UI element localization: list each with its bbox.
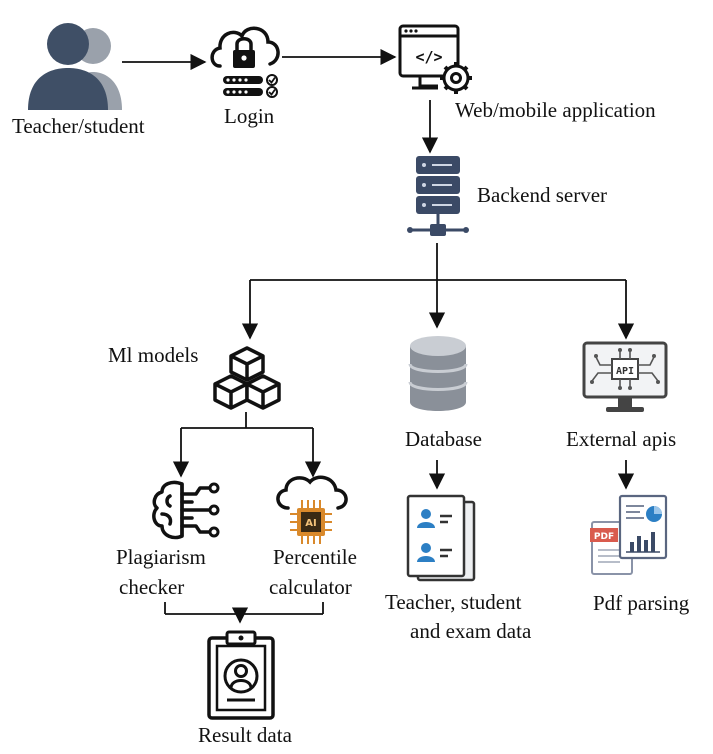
label-teacher-student: Teacher/student bbox=[12, 114, 145, 138]
cloud-ai-chip-icon: AI bbox=[276, 475, 348, 544]
label-backend: Backend server bbox=[477, 183, 608, 207]
label-external-apis: External apis bbox=[566, 427, 677, 451]
label-percentile-line1: Percentile bbox=[273, 545, 357, 569]
users-icon bbox=[28, 23, 122, 110]
label-plagiarism-line2: checker bbox=[119, 575, 185, 599]
label-web-app: Web/mobile application bbox=[455, 98, 656, 122]
label-exam-data-line1: Teacher, student bbox=[385, 590, 522, 614]
pdf-glyph: PDF bbox=[594, 532, 614, 542]
code-glyph: </> bbox=[415, 48, 442, 66]
label-percentile-line2: calculator bbox=[269, 575, 352, 599]
label-pdf-parsing: Pdf parsing bbox=[593, 591, 690, 615]
label-database: Database bbox=[405, 427, 482, 451]
label-exam-data-line2: and exam data bbox=[410, 619, 532, 643]
database-icon bbox=[408, 336, 468, 411]
label-login: Login bbox=[224, 104, 275, 128]
clipboard-profile-icon bbox=[207, 630, 275, 720]
server-rack-icon bbox=[407, 156, 469, 236]
label-ml-models: Ml models bbox=[108, 343, 199, 367]
brain-circuit-icon bbox=[152, 480, 220, 540]
api-monitor-icon: API bbox=[582, 341, 668, 412]
cubes-icon bbox=[213, 346, 281, 410]
ai-glyph: AI bbox=[305, 518, 316, 529]
label-plagiarism-line1: Plagiarism bbox=[116, 545, 206, 569]
cloud-lock-icon bbox=[210, 26, 280, 98]
id-documents-icon bbox=[406, 494, 476, 582]
pdf-report-icon: PDF bbox=[590, 494, 668, 575]
label-result-data: Result data bbox=[198, 723, 292, 747]
monitor-gear-icon: </> bbox=[398, 24, 472, 94]
api-glyph: API bbox=[616, 366, 634, 377]
